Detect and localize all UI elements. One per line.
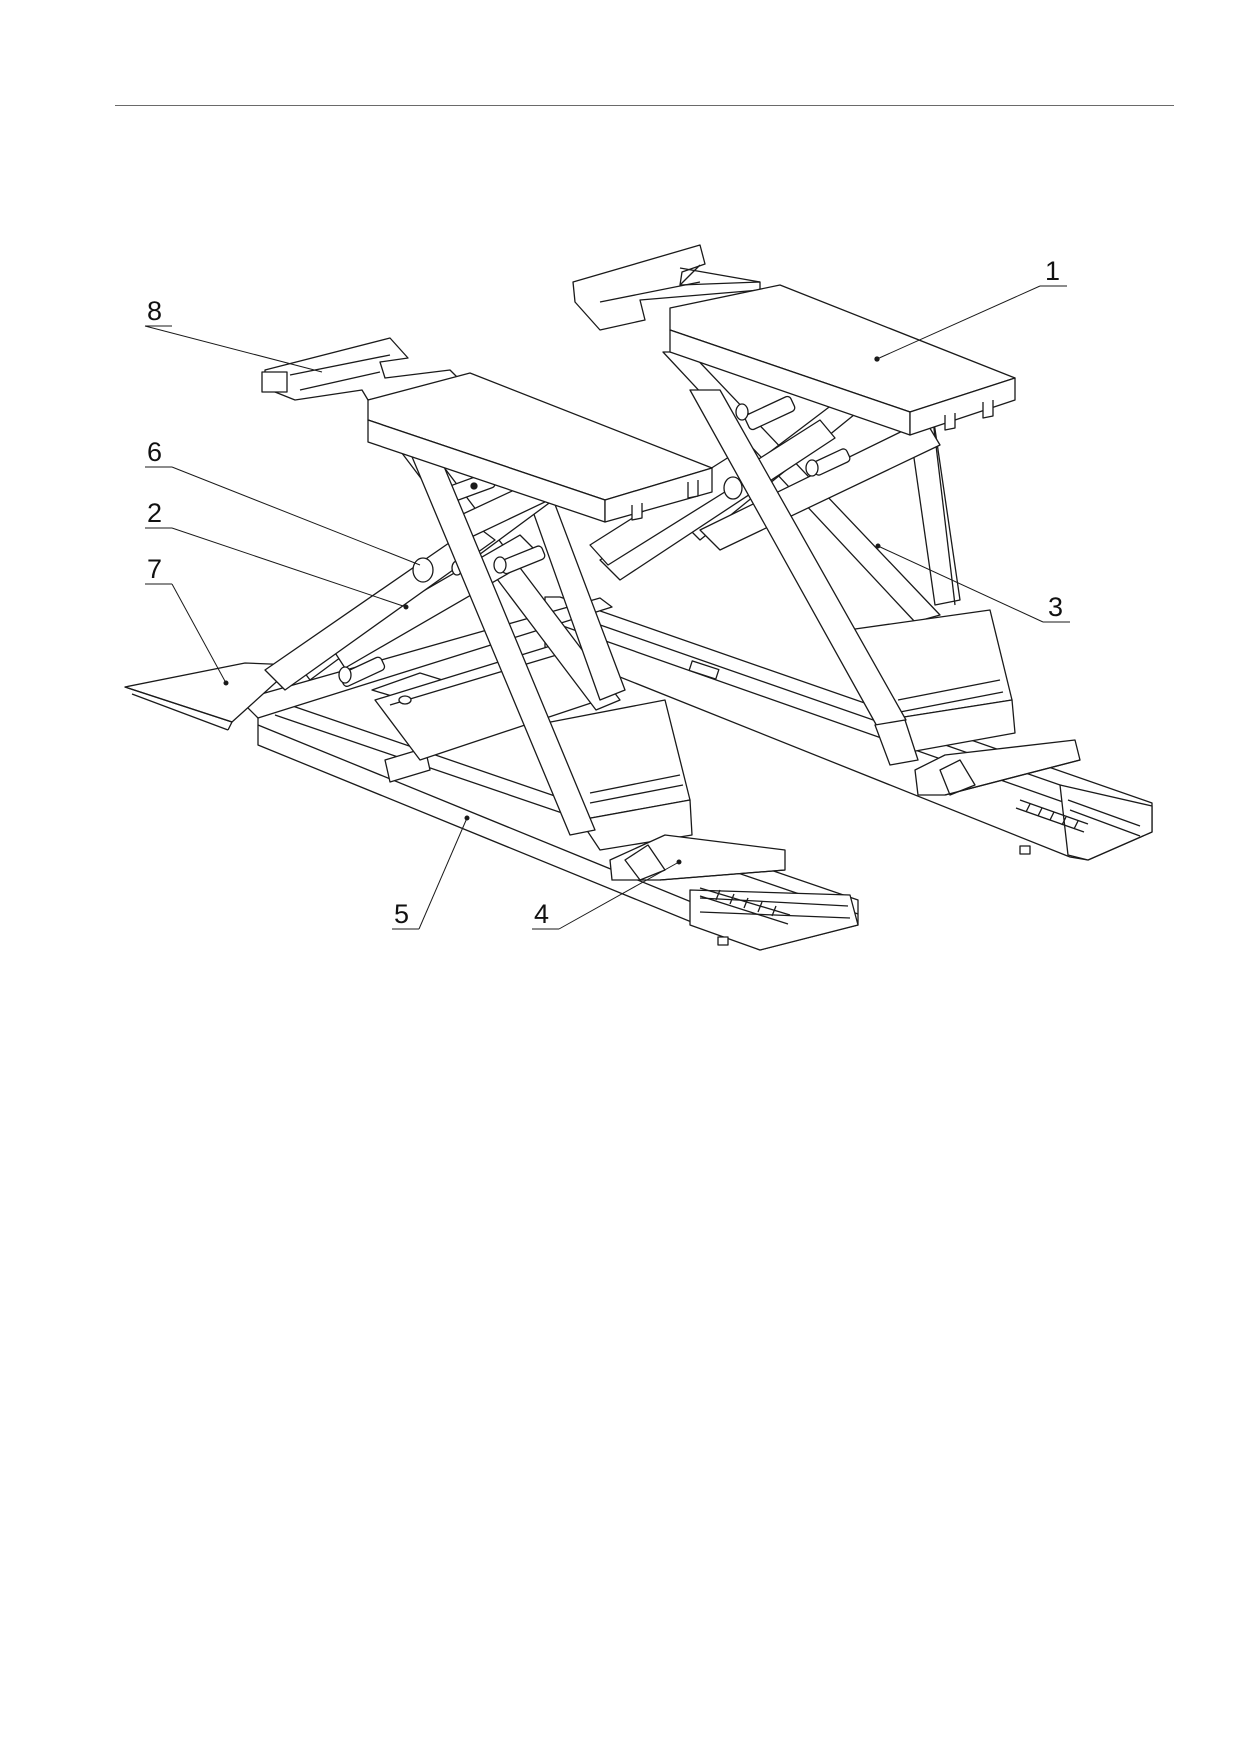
callout-2: 2 (145, 498, 409, 610)
left-base-frame (239, 597, 859, 951)
callout-3: 3 (875, 543, 1070, 623)
callout-6: 6 (145, 437, 421, 566)
callout-1: 1 (874, 256, 1067, 362)
callout-label-7: 7 (147, 554, 162, 584)
right-lift-unit (544, 244, 1153, 861)
callout-label-6: 6 (147, 437, 162, 467)
callout-label-1: 1 (1045, 256, 1060, 286)
left-lift-unit (124, 337, 859, 951)
callout-label-4: 4 (534, 899, 549, 929)
callout-4: 4 (532, 859, 682, 930)
callout-5: 5 (392, 815, 470, 930)
right-front-arm (689, 389, 919, 766)
right-platform (572, 244, 1016, 436)
callout-label-2: 2 (147, 498, 162, 528)
header-rule (115, 105, 1174, 106)
callout-7: 7 (145, 554, 229, 686)
right-base-frame (544, 596, 1153, 861)
callout-8: 8 (144, 296, 323, 373)
callout-label-3: 3 (1048, 592, 1063, 622)
callout-label-5: 5 (394, 899, 409, 929)
callouts: 1 8 6 2 7 (144, 256, 1070, 930)
callout-label-8: 8 (147, 296, 162, 326)
left-platform (261, 337, 713, 523)
